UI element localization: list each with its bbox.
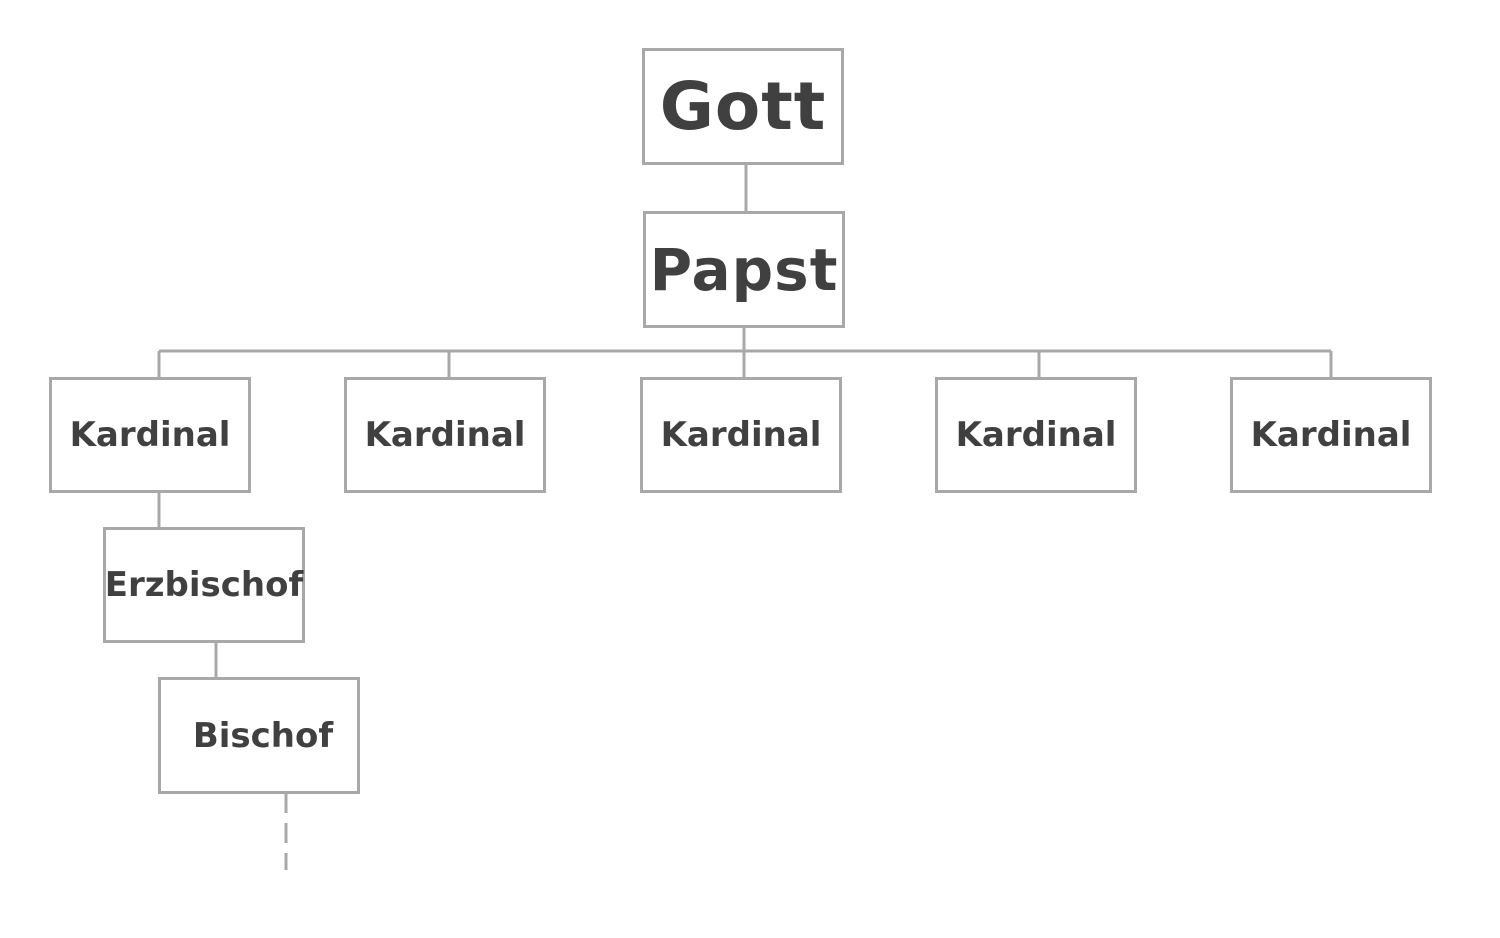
node-erzbischof: Erzbischof (103, 527, 305, 643)
node-papst-label: Papst (649, 235, 839, 304)
node-kardinal-label: Kardinal (1250, 415, 1412, 455)
node-papst: Papst (643, 211, 845, 328)
node-erzbischof-label: Erzbischof (104, 565, 304, 605)
node-kardinal-5: Kardinal (1230, 377, 1432, 493)
node-kardinal-3: Kardinal (640, 377, 842, 493)
node-kardinal-label: Kardinal (69, 415, 231, 455)
node-kardinal-1: Kardinal (49, 377, 251, 493)
node-kardinal-label: Kardinal (955, 415, 1117, 455)
node-gott: Gott (642, 48, 844, 165)
node-bischof-label: Bischof (192, 715, 334, 756)
node-kardinal-2: Kardinal (344, 377, 546, 493)
node-kardinal-4: Kardinal (935, 377, 1137, 493)
node-kardinal-label: Kardinal (660, 415, 822, 455)
node-kardinal-label: Kardinal (364, 415, 526, 455)
node-gott-label: Gott (659, 68, 827, 145)
node-bischof: Bischof (158, 677, 360, 794)
